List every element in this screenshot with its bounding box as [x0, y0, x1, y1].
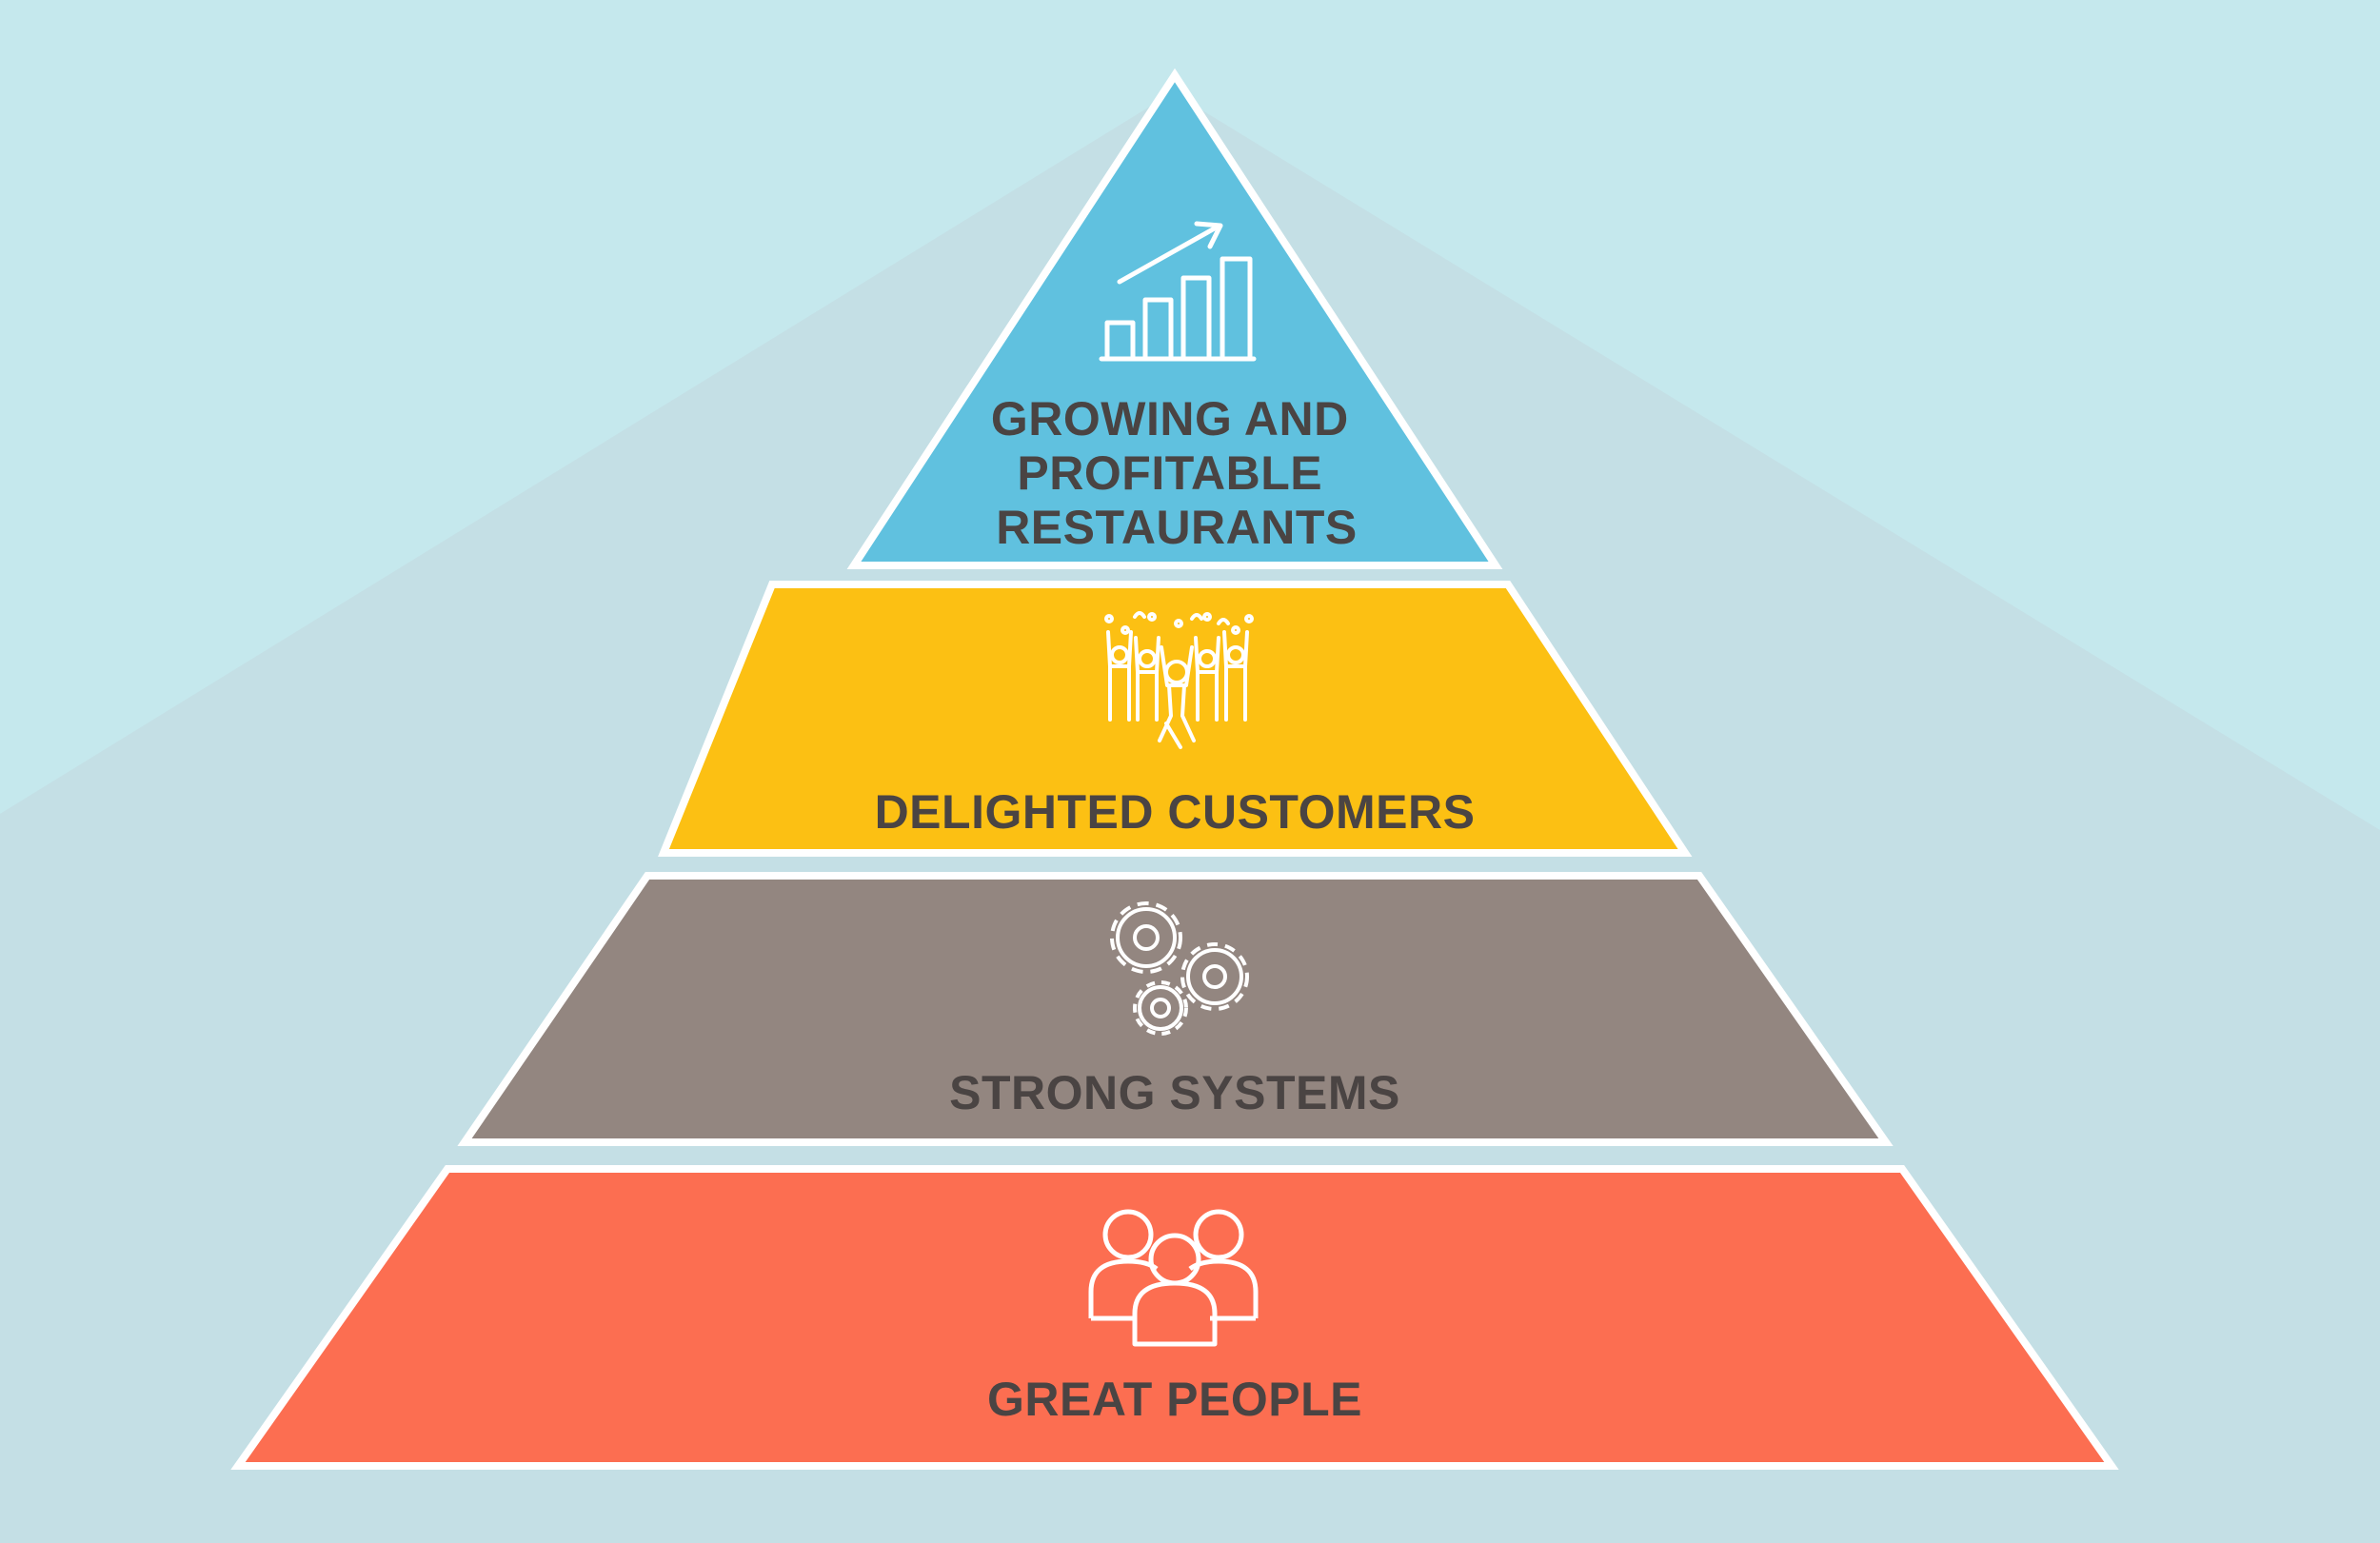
tier-shape [846, 68, 1503, 569]
tier-shape [457, 872, 1894, 1146]
growth-chart-icon [1099, 221, 1257, 362]
tier-great-people: GREAT PEOPLE [230, 1165, 2119, 1470]
tier-label-line: DELIGHTED CUSTOMERS [875, 785, 1476, 839]
tier-label: STRONG SYSTEMS [949, 1066, 1400, 1119]
tier-label-line: PROFITABLE [1017, 446, 1322, 500]
tier-label-line: RESTAURANTS [996, 501, 1358, 554]
tier-label: DELIGHTED CUSTOMERS [875, 785, 1476, 839]
gears-icon [1110, 901, 1249, 1036]
tier-label: GROWING AND PROFITABLE RESTAURANTS [991, 392, 1362, 554]
tier-shape [230, 1165, 2119, 1470]
tier-growing-profitable: GROWING AND PROFITABLE RESTAURANTS [846, 68, 1503, 569]
tier-label-line: STRONG SYSTEMS [949, 1066, 1400, 1119]
people-group-icon [1088, 1209, 1259, 1347]
tier-strong-systems: STRONG SYSTEMS [457, 872, 1894, 1146]
tier-label: GREAT PEOPLE [987, 1373, 1362, 1426]
cheering-crowd-icon [1104, 611, 1254, 749]
tier-label-line: GROWING AND [991, 392, 1349, 445]
tier-label-line: GREAT PEOPLE [987, 1373, 1362, 1426]
tier-delighted-customers: DELIGHTED CUSTOMERS [658, 581, 1693, 857]
tier-shape [658, 581, 1693, 857]
